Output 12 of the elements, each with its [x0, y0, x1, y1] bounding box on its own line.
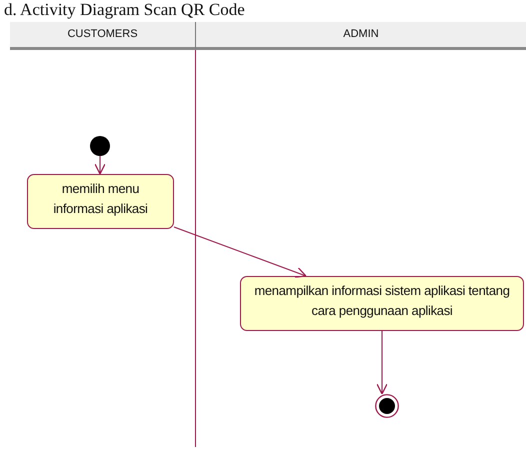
activity-label: memilih menu informasi aplikasi — [52, 180, 149, 218]
activity-box — [27, 174, 174, 229]
arrow — [174, 226, 307, 278]
lane-header: CUSTOMERS — [10, 22, 196, 50]
final-node — [375, 394, 399, 418]
activity-box — [240, 276, 524, 331]
lane-header: ADMIN — [196, 22, 526, 50]
activity-label: menampilkan informasi sistem aplikasi tentang cara penggunaan aplikasi — [253, 282, 511, 320]
arrow — [376, 330, 388, 395]
arrow — [94, 156, 106, 175]
initial-node — [90, 136, 110, 156]
diagram-title: d. Activity Diagram Scan QR Code — [4, 0, 245, 20]
